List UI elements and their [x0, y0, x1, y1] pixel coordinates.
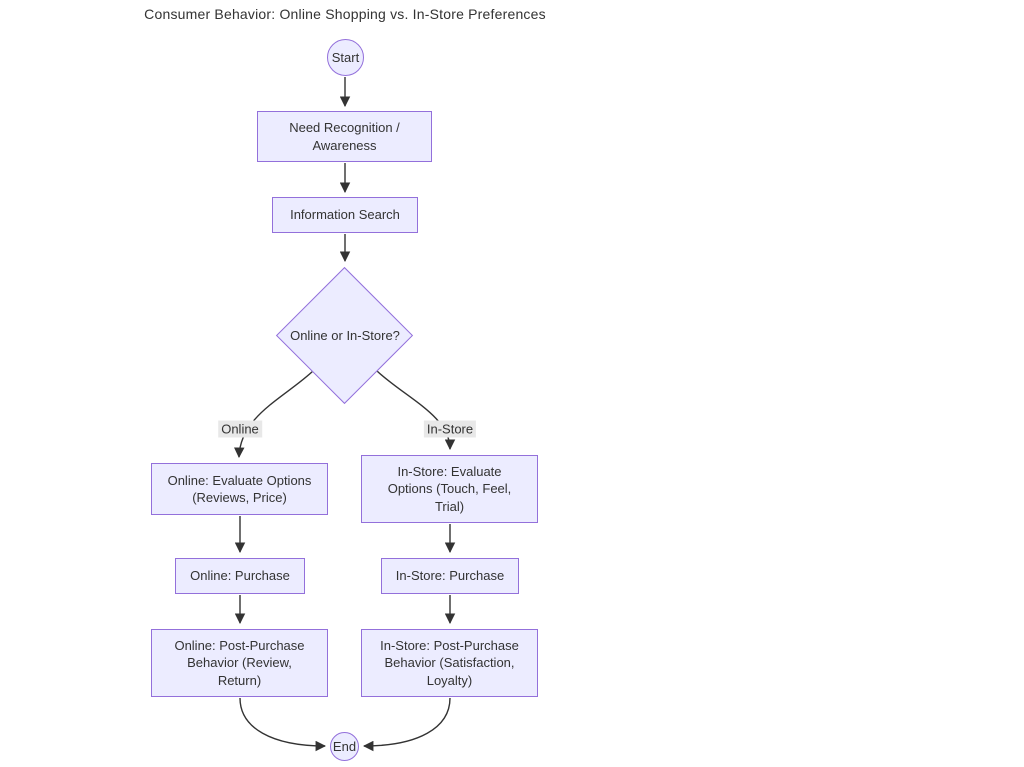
node-end: End — [330, 732, 359, 761]
node-instore-purchase: In-Store: Purchase — [381, 558, 519, 594]
node-decision-label: Online or In-Store? — [290, 328, 400, 343]
node-online-post-purchase: Online: Post-Purchase Behavior (Review, … — [151, 629, 328, 697]
node-information-search: Information Search — [272, 197, 418, 233]
edge-decision-to-online-evaluate — [233, 370, 314, 459]
edge-instore-post-to-end — [362, 697, 451, 752]
node-instore-post-purchase: In-Store: Post-Purchase Behavior (Satisf… — [361, 629, 538, 697]
edge-online-post-to-end — [239, 697, 327, 752]
edge-label-online: Online — [218, 420, 262, 438]
diagram-title: Consumer Behavior: Online Shopping vs. I… — [144, 6, 546, 22]
node-online-purchase: Online: Purchase — [175, 558, 305, 594]
node-need-recognition: Need Recognition / Awareness — [257, 111, 432, 162]
node-instore-evaluate: In-Store: Evaluate Options (Touch, Feel,… — [361, 455, 538, 523]
edge-decision-to-instore-evaluate — [376, 370, 456, 451]
node-online-evaluate: Online: Evaluate Options (Reviews, Price… — [151, 463, 328, 515]
edge-label-instore: In-Store — [423, 420, 477, 438]
node-start: Start — [327, 39, 364, 76]
